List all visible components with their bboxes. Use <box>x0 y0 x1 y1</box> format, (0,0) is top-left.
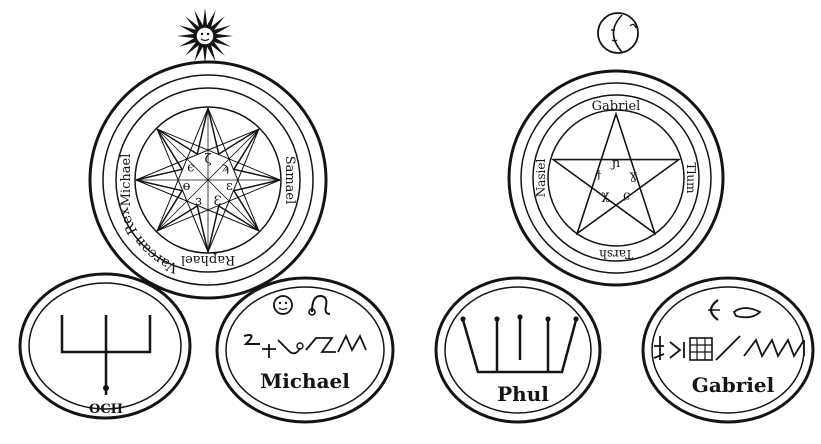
sun-ring-text-west: Michael <box>119 154 134 207</box>
sun-inner-letter: ɜ <box>195 194 202 209</box>
leo-icon <box>309 296 330 315</box>
sun-inner-letter: ϵ <box>187 160 194 175</box>
michael-label: Michael <box>260 369 350 393</box>
moon-left-seal: Phul <box>436 278 600 422</box>
sun-inner-letter: Ɛ <box>213 194 221 209</box>
phul-label: Phul <box>497 382 549 406</box>
moon-ring-text-east: Tlum <box>684 163 698 195</box>
crescent-icon <box>708 300 720 320</box>
star-spoke <box>208 129 259 180</box>
moon-with-face-icon <box>598 13 638 53</box>
trident-sigil <box>62 315 150 395</box>
sun-left-seal: OCH <box>20 274 190 418</box>
sun-main-seal: Varcan Rex Samael Raphael Michael ζϡɛƐɜɵ… <box>90 62 326 298</box>
moon-inner-letter: ɕ <box>623 189 630 204</box>
moon-ring-text-south: Tarsh <box>599 247 633 261</box>
sun-right-seal: Michael <box>217 278 393 422</box>
moon-inner-letter: ɣ <box>629 168 637 183</box>
michael-sigil <box>244 335 366 358</box>
moon-ring-text-west: Nasiel <box>534 159 548 198</box>
sun-face-icon <box>274 296 292 314</box>
sun-inner-letter: ɵ <box>183 179 191 194</box>
sun-ring-text-south: Raphael <box>181 252 235 267</box>
moon-ring-text-north: Gabriel <box>592 99 641 114</box>
sun-inner-letter: ϡ <box>221 160 229 175</box>
bowl-sigil <box>460 314 578 372</box>
sun-inner-letter: ɛ <box>226 179 233 194</box>
sun-with-face-icon <box>177 8 233 64</box>
moon-inner-letter: ɲ <box>610 156 620 171</box>
gabriel-label: Gabriel <box>692 373 775 397</box>
star-spoke <box>157 129 208 180</box>
moon-inner-letter: χ <box>601 189 609 204</box>
sun-group: Varcan Rex Samael Raphael Michael ζϡɛƐɜɵ… <box>20 8 393 422</box>
cancer-glyph-icon <box>734 308 760 317</box>
moon-right-seal: Gabriel <box>643 278 813 422</box>
sun-inner-letter: ζ <box>204 152 211 167</box>
gabriel-sigil <box>654 336 804 360</box>
och-label: OCH <box>89 402 123 417</box>
moon-inner-letter: ϯ <box>596 168 601 183</box>
sun-ring-text-east: Samael <box>282 156 297 205</box>
